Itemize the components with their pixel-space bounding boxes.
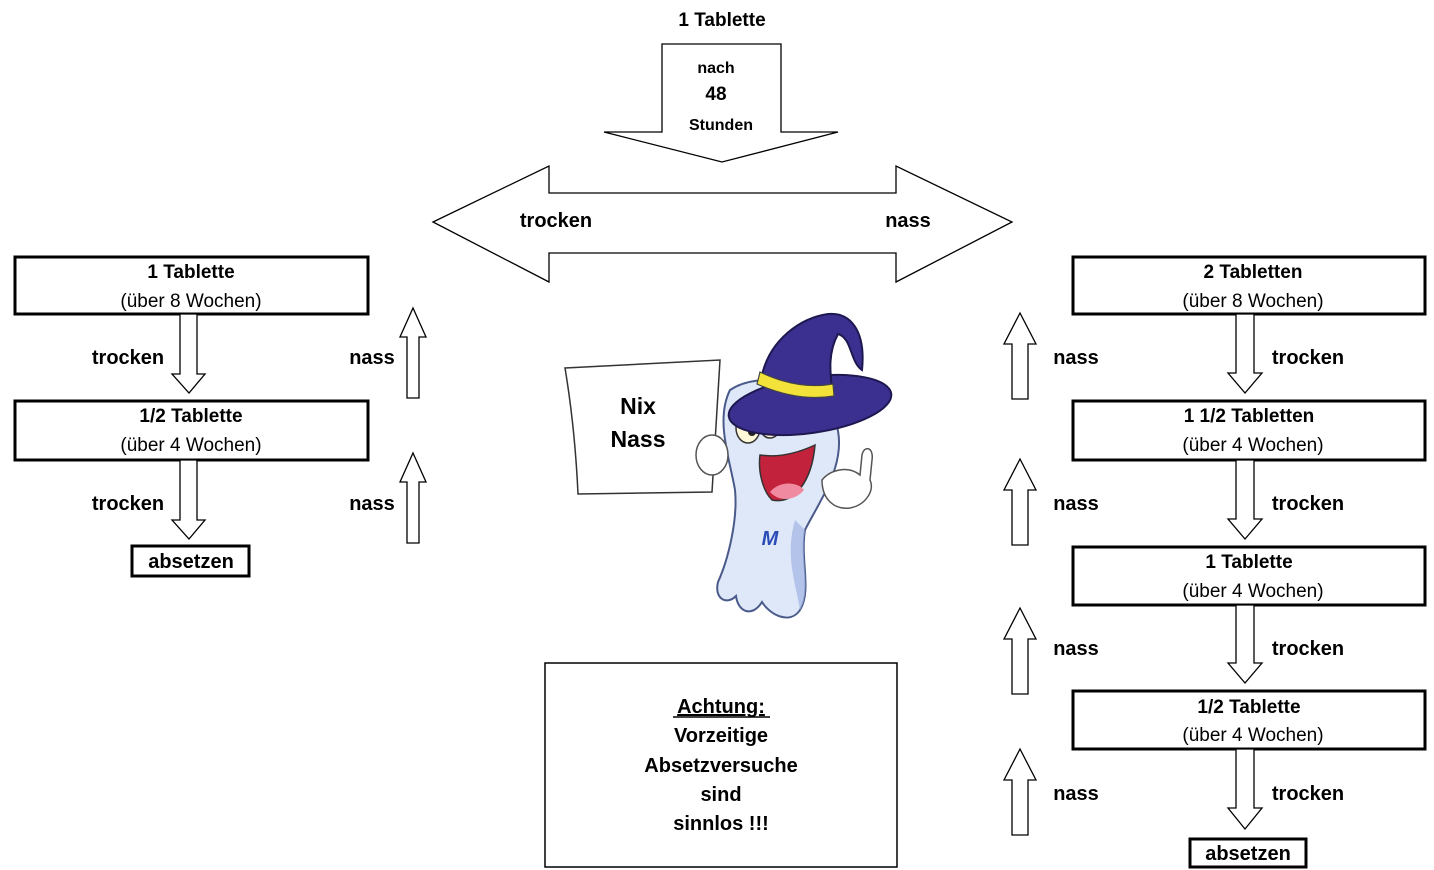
right-step-4-duration: (über 4 Wochen) xyxy=(1182,725,1323,746)
right-step-2-duration: (über 4 Wochen) xyxy=(1182,435,1323,456)
left-step-1-duration: (über 8 Wochen) xyxy=(120,291,261,312)
mascot-tongue xyxy=(770,483,804,499)
right-end-label: absetzen xyxy=(1205,843,1291,865)
mascot-ghost-shading xyxy=(790,520,806,610)
mascot-illustration: Nix Nass M xyxy=(564,312,893,619)
right-down-label-3: trocken xyxy=(1272,638,1344,660)
right-up-arrow-4 xyxy=(1002,747,1038,836)
start-down-arrow xyxy=(603,43,839,163)
right-step-1-title: 2 Tabletten xyxy=(1204,262,1303,283)
mascot-sign-text-2: Nass xyxy=(611,426,666,452)
left-up-arrow-1 xyxy=(398,306,428,399)
left-end-box xyxy=(130,544,251,578)
right-up-arrow-2 xyxy=(1002,457,1038,546)
right-up-label-2: nass xyxy=(1053,493,1099,515)
right-end-box xyxy=(1188,837,1308,869)
mascot-thumbs-up xyxy=(821,448,873,509)
right-up-label-4: nass xyxy=(1053,783,1099,805)
left-step-2-duration: (über 4 Wochen) xyxy=(120,435,261,456)
right-step-2-title: 1 1/2 Tabletten xyxy=(1184,406,1315,427)
branch-wet-label: nass xyxy=(885,210,931,232)
left-down-arrow-1 xyxy=(170,313,207,394)
mascot-sign xyxy=(564,359,721,495)
left-down-label-2: trocken xyxy=(92,493,164,515)
right-step-4-title: 1/2 Tablette xyxy=(1197,697,1300,718)
warning-line-4: sinnlos !!! xyxy=(673,813,769,835)
left-down-label-1: trocken xyxy=(92,347,164,369)
start-arrow-text-2: 48 xyxy=(705,84,726,105)
left-end-label: absetzen xyxy=(148,551,234,573)
start-dose-label: 1 Tablette xyxy=(678,10,765,31)
warning-heading: Achtung: xyxy=(677,696,765,718)
branch-double-arrow xyxy=(431,164,1014,284)
left-down-arrow-2 xyxy=(170,459,207,540)
mascot-sign-text-1: Nix xyxy=(620,393,656,419)
warning-line-3: sind xyxy=(700,784,741,806)
mascot-left-hand xyxy=(695,434,729,476)
right-down-arrow-4 xyxy=(1226,748,1264,831)
branch-dry-label: trocken xyxy=(520,210,592,232)
right-up-arrow-3 xyxy=(1002,606,1038,695)
start-arrow-text-3: Stunden xyxy=(689,117,753,134)
warning-line-1: Vorzeitige xyxy=(674,725,768,747)
right-down-label-2: trocken xyxy=(1272,493,1344,515)
right-down-label-4: trocken xyxy=(1272,783,1344,805)
right-up-label-3: nass xyxy=(1053,638,1099,660)
left-step-1-title: 1 Tablette xyxy=(147,262,234,283)
right-down-arrow-1 xyxy=(1226,313,1264,395)
right-step-3-duration: (über 4 Wochen) xyxy=(1182,581,1323,602)
right-down-label-1: trocken xyxy=(1272,347,1344,369)
right-step-3-title: 1 Tablette xyxy=(1205,552,1292,573)
left-up-label-2: nass xyxy=(349,493,395,515)
right-up-arrow-1 xyxy=(1002,311,1038,400)
warning-line-2: Absetzversuche xyxy=(644,755,797,777)
right-step-1-duration: (über 8 Wochen) xyxy=(1182,291,1323,312)
right-step-1-box xyxy=(1071,255,1427,316)
right-step-4-box xyxy=(1071,689,1427,751)
right-up-label-1: nass xyxy=(1053,347,1099,369)
right-down-arrow-3 xyxy=(1226,604,1264,685)
right-down-arrow-2 xyxy=(1226,459,1264,541)
warning-box xyxy=(544,662,898,868)
left-up-arrow-2 xyxy=(398,451,428,544)
start-arrow-text-1: nach xyxy=(697,60,734,77)
left-step-2-title: 1/2 Tablette xyxy=(139,406,242,427)
mascot-badge-letter: M xyxy=(762,528,780,550)
left-step-1-box xyxy=(13,255,370,316)
mascot-hat-band xyxy=(756,371,835,399)
left-up-label-1: nass xyxy=(349,347,395,369)
right-step-2-box xyxy=(1071,399,1427,462)
right-step-3-box xyxy=(1071,545,1427,607)
